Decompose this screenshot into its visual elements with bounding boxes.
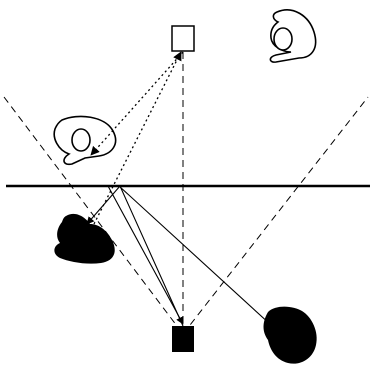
left-filled-blob — [54, 213, 115, 264]
solid-arrow-right-blob-path — [108, 185, 272, 326]
dotted-arrow-to-top-square — [93, 51, 182, 225]
solid-arrow-divider-to-bottom-square — [107, 185, 184, 325]
upper-left-outline-shape — [53, 115, 117, 166]
upper-right-outline-shape — [269, 9, 317, 63]
solid-arrow-square-to-left-blob — [86, 184, 184, 327]
dotted-arrows — [90, 51, 184, 225]
lower-right-filled-blob — [263, 306, 317, 364]
bottom-filled-square — [172, 326, 194, 352]
top-hollow-square — [171, 25, 195, 52]
left-dashed-diagonal — [3, 96, 184, 335]
right-dashed-diagonal — [182, 96, 369, 335]
dotted-arrow-to-upper-left-shape — [90, 51, 184, 156]
solid-arrows — [86, 184, 272, 327]
